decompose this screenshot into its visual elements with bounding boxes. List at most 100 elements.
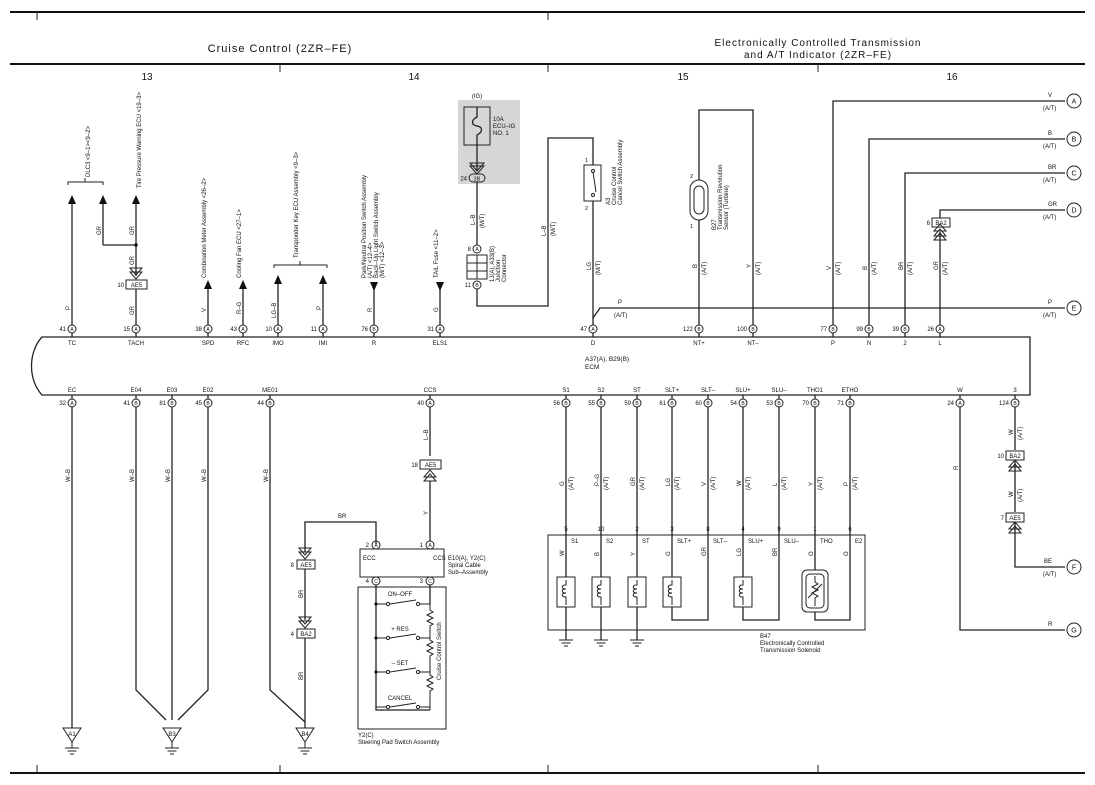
ecm-pin-connector-letter: B [670,401,674,407]
ecm-pin-name: SLU+ [735,388,751,394]
solenoid-coil-3 [627,535,647,647]
rfc-wire-color: R–G [237,301,243,314]
ecm-pin-connector: B [167,398,177,408]
ground-b3: B3 [162,727,182,755]
solenoid-wire-at: (A/T) [604,477,610,490]
w-and-3-wires: R R W (A/T) BA2 10 W (A/T) AE5 7 BE (A/T… [954,407,1065,631]
ecm-pin-number: 44 [257,401,264,407]
off-page-wire: B [1048,131,1052,137]
ec-wire-color: W–B [66,469,72,482]
ae5-ba2-wire: BR [299,589,305,598]
off-page-at: (A/T) [1043,106,1056,112]
w-wire-color: R [954,465,960,470]
ecm-pin-name: D [591,341,596,347]
ecm-pin-connector: B [596,398,606,408]
e02-wire-color: W–B [202,469,208,482]
ecm-pin-connector-letter: B [372,327,376,333]
ecc-wire-br: BR [338,514,347,520]
off-page-at: (A/T) [1043,215,1056,221]
ecm-pin-number: 31 [427,327,434,333]
ecm-pin-number: 70 [802,401,809,407]
f-wire-label: BE [1044,559,1052,565]
section-title-ect-line1: Electronically Controlled Transmission [715,38,922,49]
ecu-ig-fuse: (IG) 10A ECU–IG NO. 1 2B 24 [458,94,520,184]
nt-sensor-name-2: Sensor (Turbine) [724,185,730,230]
off-page-g: G [1066,622,1082,638]
solenoid-wire-st: GR(A/T) [631,407,646,535]
spiral-a1-conn: A [428,543,432,549]
off-page-letter: A [1072,99,1077,106]
ground-b4: B4 [295,727,315,755]
off-page-b: BB(A/T) [1043,131,1082,150]
g-wire-label: R [1048,622,1053,628]
solenoid-wire-at: (A/T) [782,477,788,490]
ecm-pin-number: 10 [265,327,272,333]
off-page-at: (A/T) [1043,178,1056,184]
ecm-pin-name: R [372,341,377,347]
solenoid-pin-number: 10 [598,527,605,533]
ecm-pin-number: 15 [123,327,130,333]
solenoid-pin-wire: BR [773,547,779,556]
ecm-pin-number: 56 [553,401,560,407]
solenoid-wire-slu–: L(A/T) [773,407,788,535]
ae5-3-pin: 7 [1001,516,1005,522]
ba2-l-pin: 6 [927,221,931,227]
off-page-letter: E [1072,306,1077,313]
p-range-wire: V [827,266,833,270]
solenoid-thermistor [801,535,851,621]
solenoid-wire-color: Y [809,482,815,486]
ba2-ground-wire: BR [299,671,305,680]
ecm-bottom-pins: A32ECB41E04B81E03B45E02B44ME01A40CCSB56S… [59,388,1020,408]
cancel-wire-mt: (M/T) [551,222,557,236]
solenoid-wire-color: V [702,482,708,486]
solenoid-name-2: Transmission Solenoid [760,648,820,654]
ecm-pin-number: 24 [947,401,954,407]
ecm-pin-name: L [938,341,942,347]
ae5-me01-pin: 8 [291,563,295,569]
res-switch-label: + RES [391,627,409,633]
cancel-wire-lb: L–B [542,225,548,236]
spiral-a2-conn: A [374,543,378,549]
solenoid-coil-2 [591,535,611,647]
nt-sensor-id: B27 [712,219,718,230]
spiral-c3-pin: 3 [420,579,424,585]
ecm-pin-connector: A [425,398,435,408]
ig-label: (IG) [472,94,482,100]
solenoid-wire-etho: P(A/T) [844,407,859,535]
ecm-pin-name: ST [633,388,641,394]
tail-fuse-branch: TAIL Fuse <11–2> G [434,229,444,325]
solenoid-pin-number: 4 [741,527,745,533]
solenoid-wire-color: GR [631,476,637,486]
solenoid-wire-at: (A/T) [675,477,681,490]
nt-sensor: 2 1 B27 Transmission Revolution Sensor (… [689,109,762,325]
l-range-at: (A/T) [943,262,949,275]
ecm-pin-connector-letter: B [697,327,701,333]
ecm-pin-number: 45 [195,401,202,407]
ecm-pin-connector: A [67,398,77,408]
ecm-pin-connector: B [632,398,642,408]
park-neutral-label-2: (A/T) <12–4> [368,242,374,278]
solenoid-wire-at: (A/T) [818,477,824,490]
ecm-pin-connector-letter: B [170,401,174,407]
me01-wire-color: W–B [264,469,270,482]
dlc3-tire-branch: DLC3 <9–1><9–2> Tire Pressure Warning EC… [66,92,143,325]
ecm-pin-name: EC [68,388,77,394]
solenoid-coil-slu [733,535,780,621]
solenoid-pin-name: S1 [571,539,579,545]
ecm-pin-connector: B [694,324,704,334]
solenoid-coil-1 [556,535,576,647]
ecm-pin-number: 59 [624,401,631,407]
jc-bottom-pin: 11 [465,283,472,289]
ecm-pin-number: 38 [195,327,202,333]
